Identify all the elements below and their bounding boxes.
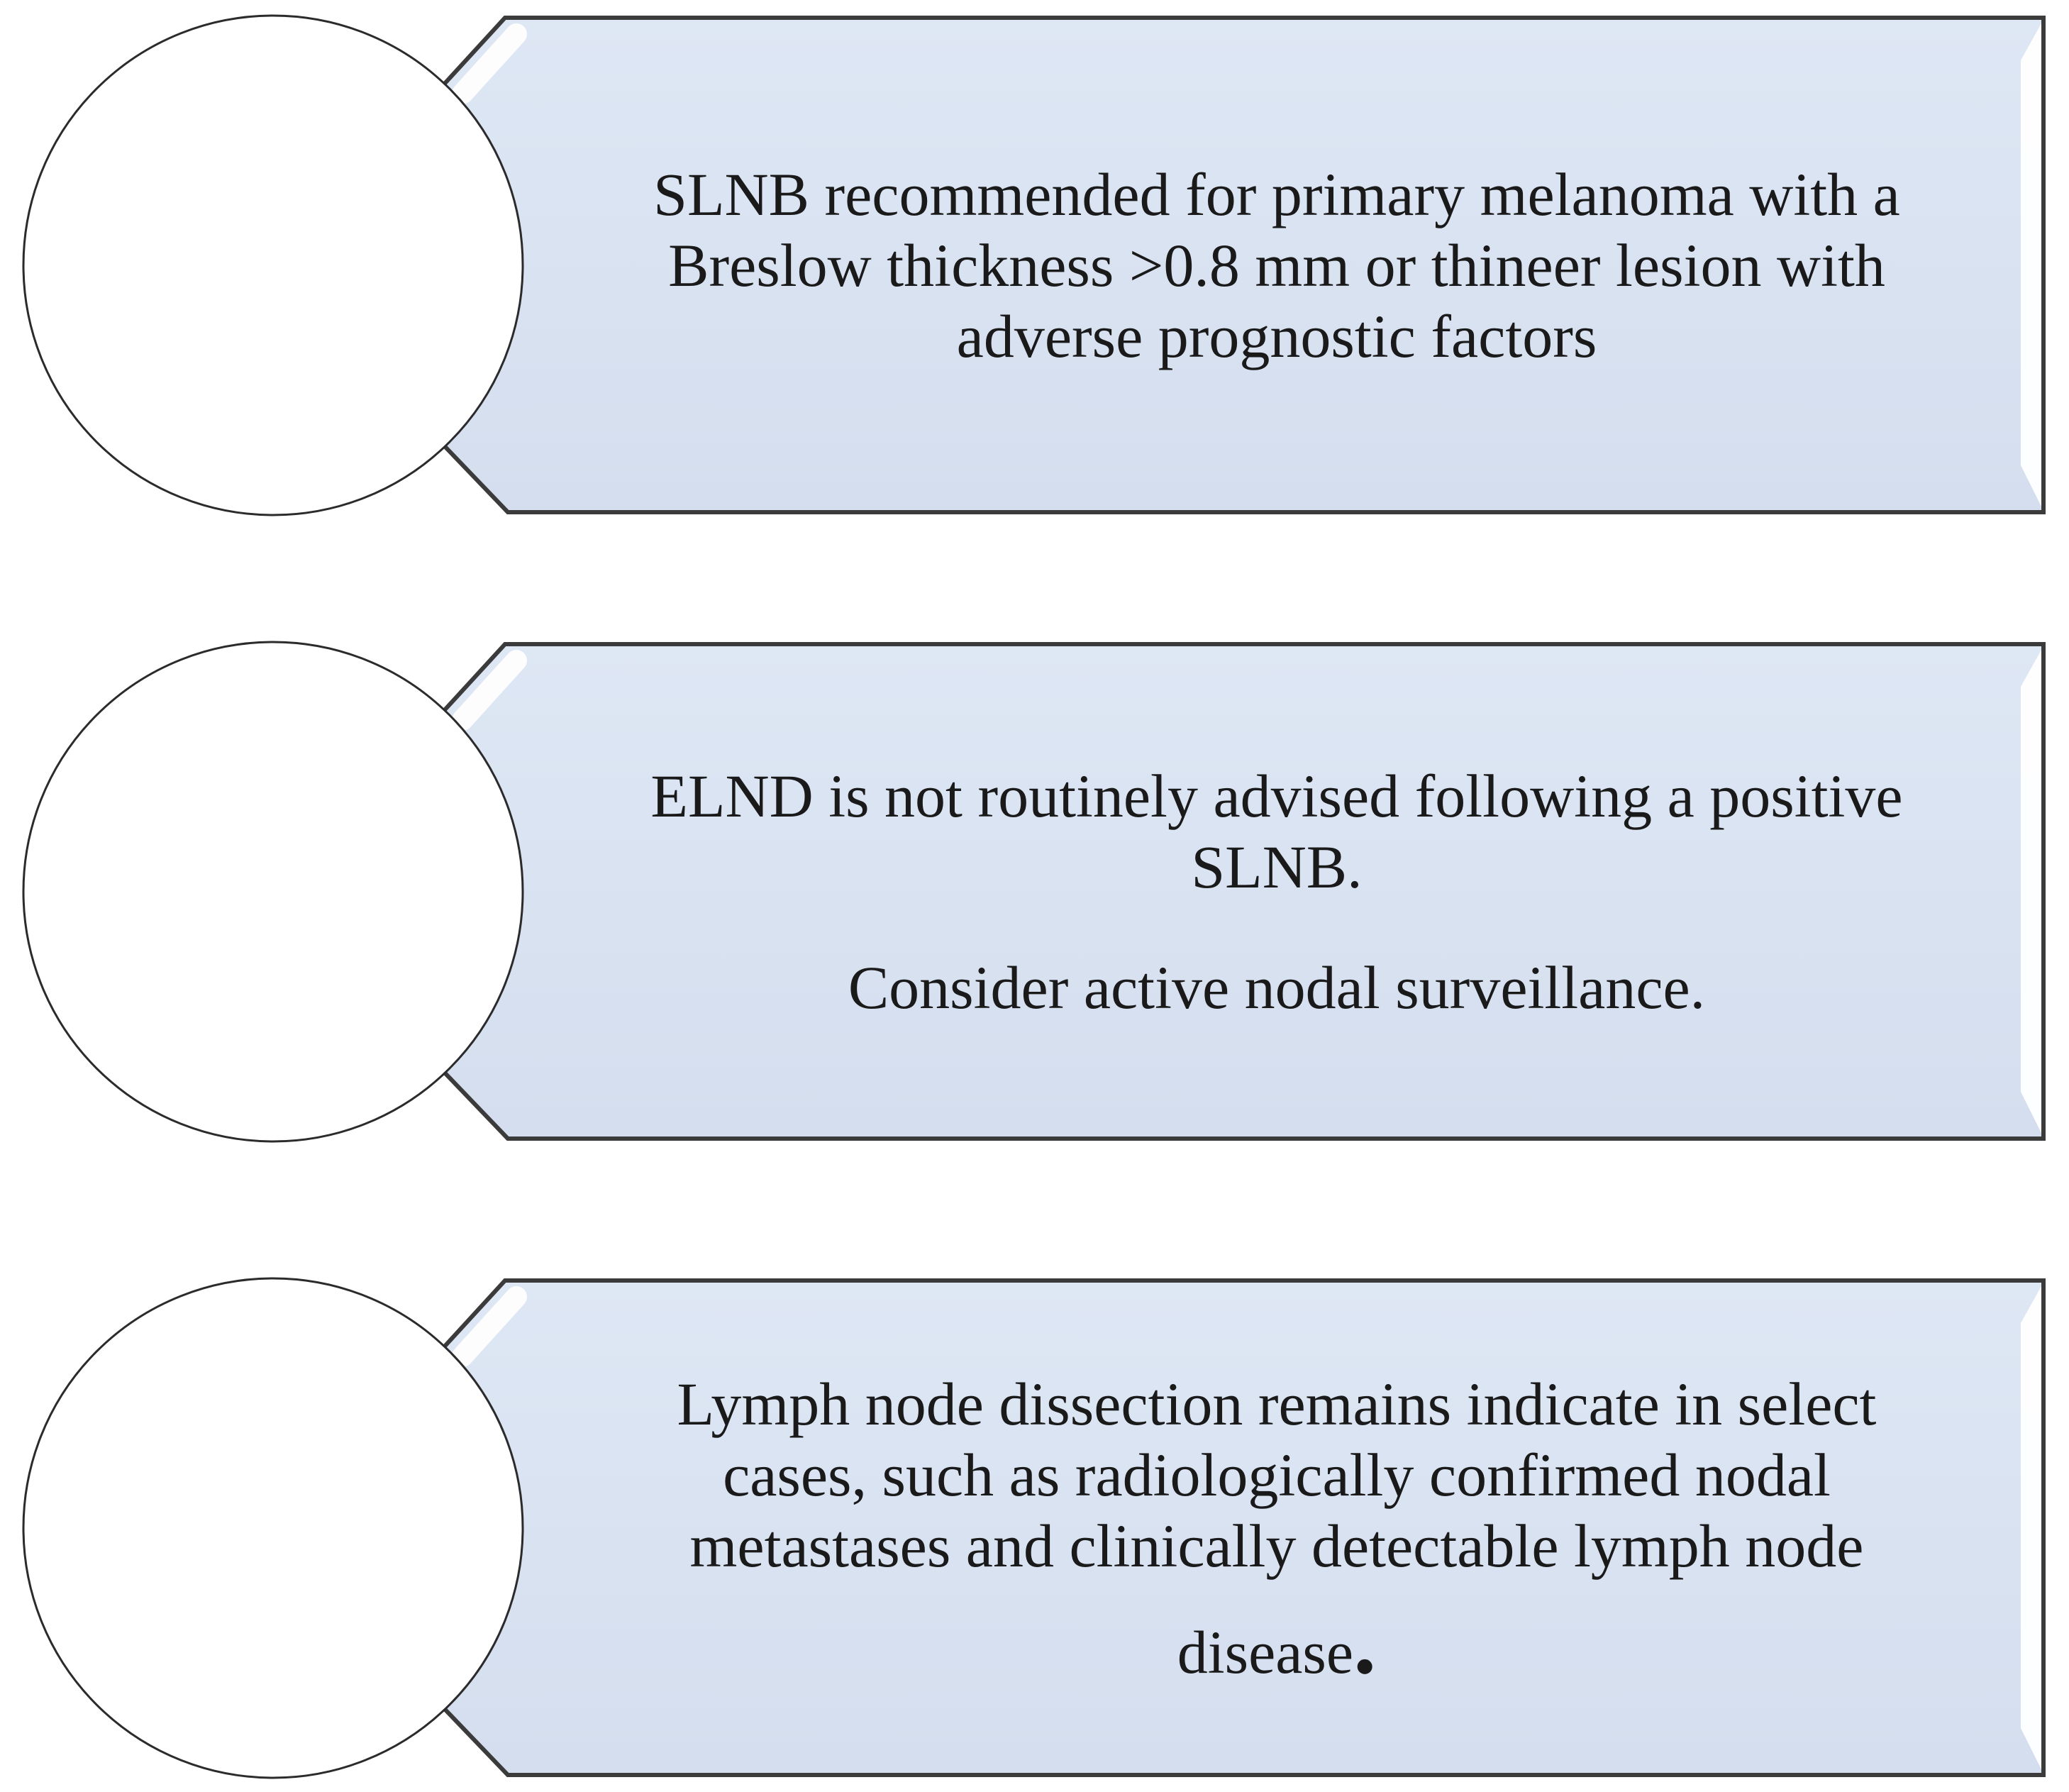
banner-text-line: disease. (1177, 1596, 1377, 1688)
banner-right-bevel-highlight (2021, 650, 2041, 1133)
banner-text-line: cases, such as radiologically confirmed … (723, 1440, 1831, 1509)
step-1-banner-text: SLNB recommended for primary melanoma wi… (546, 18, 2007, 512)
flow-step-1: SLNB recommended for primary melanoma wi… (0, 0, 2069, 529)
banner-text-line: metastases and clinically detectable lym… (689, 1511, 1864, 1580)
step-2-circle (22, 641, 524, 1143)
step-2-banner-text: ELND is not routinely advised following … (546, 644, 2007, 1139)
banner-text-tail-period: . (1353, 1591, 1377, 1693)
step-1-circle (22, 14, 524, 516)
banner-text-line: SLNB recommended for primary melanoma wi… (653, 160, 1900, 228)
step-1-graphic (22, 14, 2046, 516)
banner-right-bevel-highlight (2021, 23, 2041, 507)
step-3-graphic (22, 1277, 2046, 1779)
banner-corner-highlight (452, 650, 527, 731)
flow-step-3: Lymph node dissection remains indicate i… (0, 1263, 2069, 1792)
banner-text-line: ELND is not routinely advised following … (650, 761, 1903, 830)
banner-text-line: Lymph node dissection remains indicate i… (677, 1369, 1877, 1438)
banner-right-bevel-highlight (2021, 1286, 2041, 1769)
flow-step-2: ELND is not routinely advised following … (0, 626, 2069, 1156)
banner-text-tail-word: disease (1177, 1617, 1354, 1686)
banner-text-line: SLNB. (1191, 832, 1363, 901)
banner-text-line: Breslow thickness >0.8 mm or thineer les… (668, 231, 1885, 299)
banner-corner-highlight (452, 23, 527, 104)
banner-corner-highlight (452, 1286, 527, 1367)
banner-text-line: Consider active nodal surveillance. (848, 953, 1706, 1022)
step-3-circle (22, 1277, 524, 1779)
step-3-banner-text: Lymph node dissection remains indicate i… (546, 1281, 2007, 1775)
step-2-graphic (22, 641, 2046, 1143)
banner-text-line: adverse prognostic factors (956, 302, 1597, 370)
